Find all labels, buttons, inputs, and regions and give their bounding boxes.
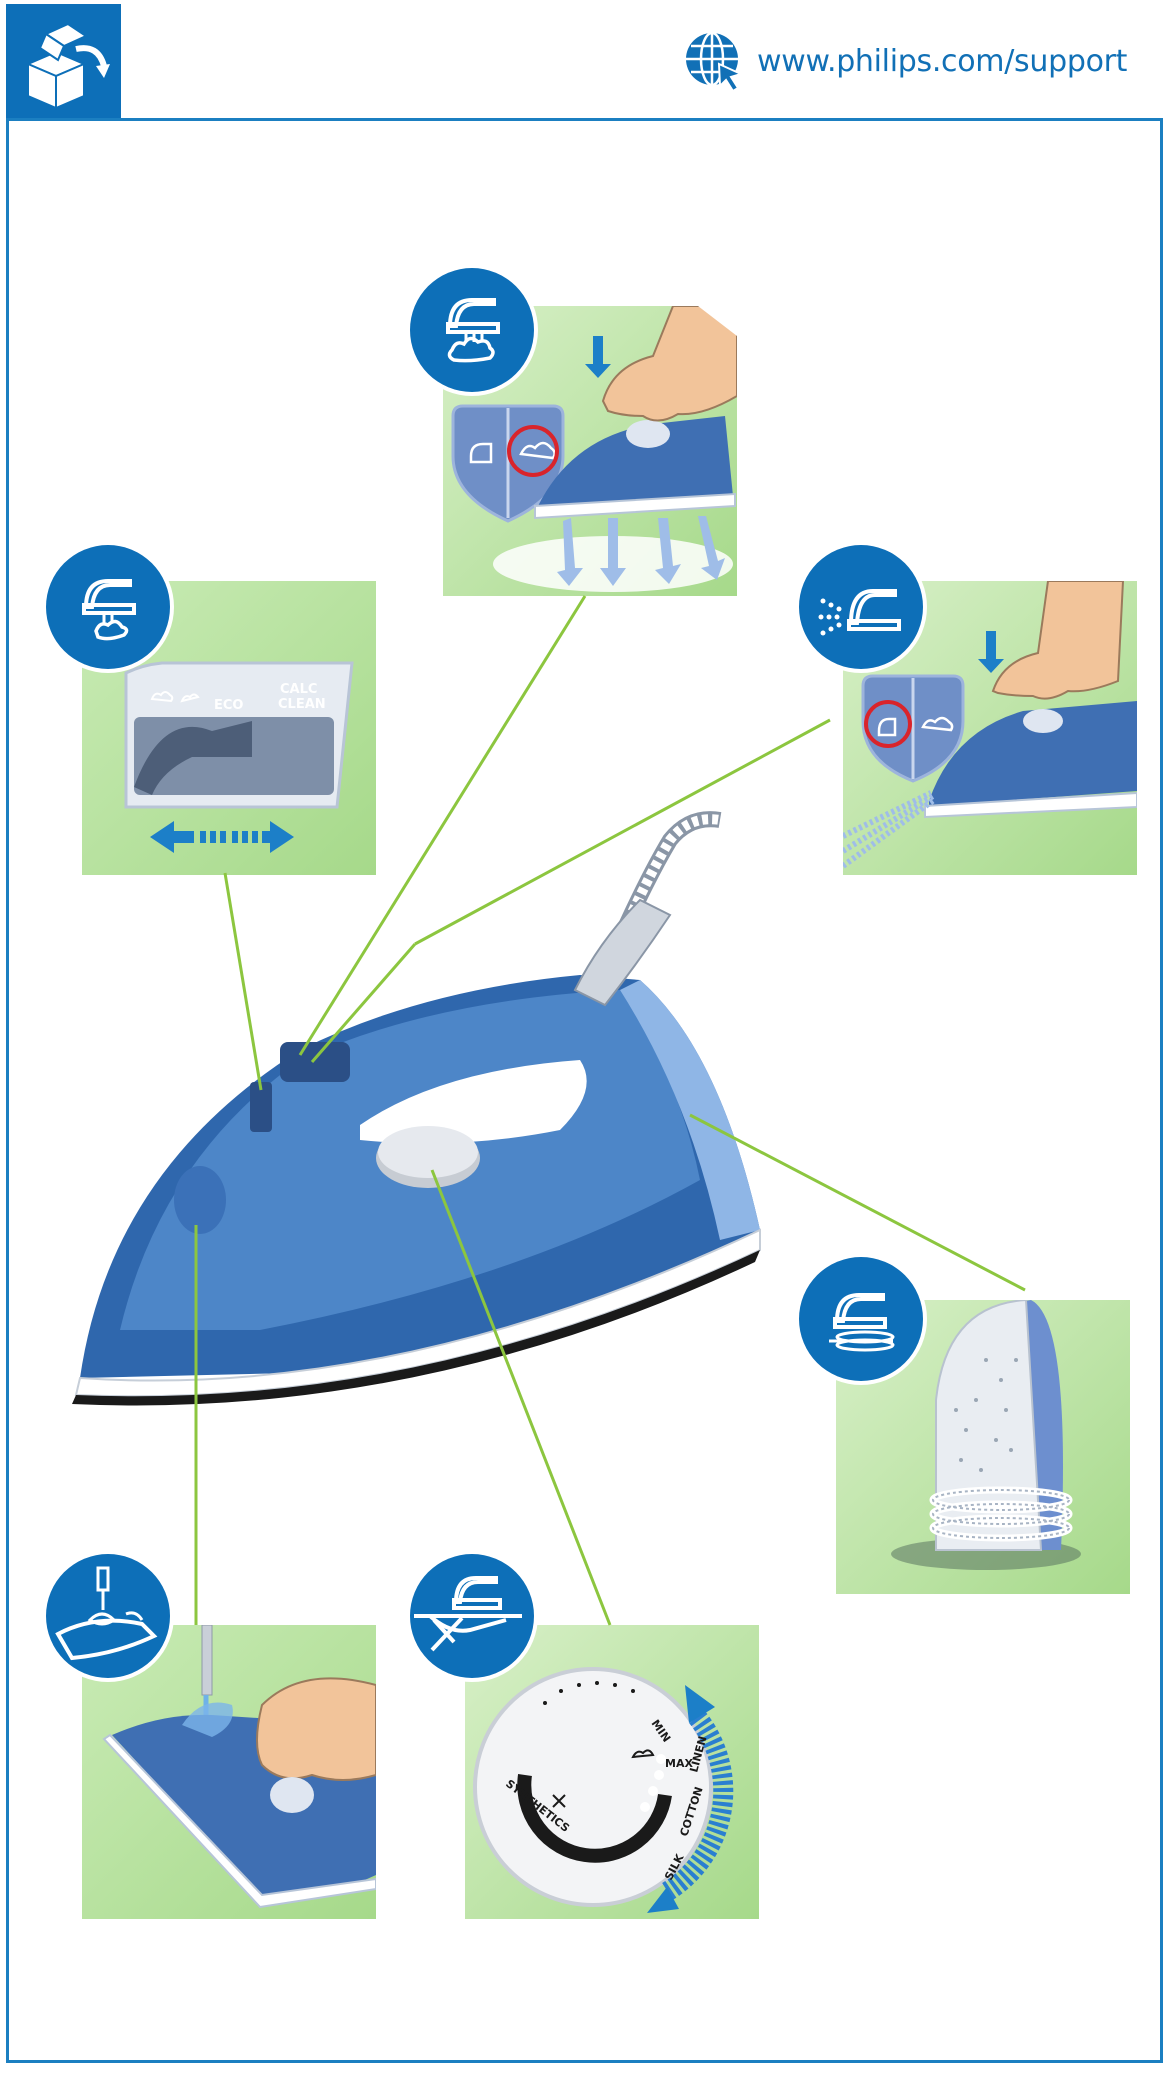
spray-selector: [861, 674, 965, 783]
temperature-dial-badge: [410, 1554, 534, 1678]
steam-setting-badge: [46, 545, 170, 669]
filling-badge: [46, 1554, 170, 1678]
support-url[interactable]: www.philips.com/support: [757, 43, 1128, 79]
cord-storage-badge: [799, 1257, 923, 1381]
unbox-icon: [25, 22, 110, 110]
steam-icon: [519, 441, 556, 460]
slider-clean-label: CLEAN: [278, 697, 326, 712]
callout-lines: [194, 595, 1026, 1626]
cord-wrap-icon: [829, 1293, 895, 1352]
temperature-dial-panel: MIN MAX LINEN COTTON SILK SYNTHETICS: [465, 1625, 759, 1919]
steam-boost-icon: [446, 298, 500, 363]
steam-boost-badge: [410, 268, 534, 392]
selected-highlight: [507, 425, 559, 477]
globe-cursor-icon: [686, 31, 744, 92]
slider-eco-label: ECO: [214, 698, 243, 713]
spray-icon: [469, 442, 493, 464]
slider-calc-label: CALC: [280, 682, 317, 697]
steam-selector: [451, 404, 565, 523]
filling-panel: [82, 1625, 376, 1919]
unbox-logo: [6, 4, 121, 119]
dial-max-label: MAX: [665, 1757, 693, 1770]
page-frame: [6, 118, 1163, 2063]
spray-badge: [799, 545, 923, 669]
support-link[interactable]: www.philips.com/support: [683, 26, 1127, 96]
water-fill-icon: [55, 1566, 158, 1661]
steam-setting-icon: [82, 579, 136, 641]
spray-panel: [843, 581, 1137, 875]
slider-arrows: [150, 821, 294, 853]
spray-icon: [818, 589, 901, 636]
temperature-dial-icon: [414, 1576, 522, 1652]
